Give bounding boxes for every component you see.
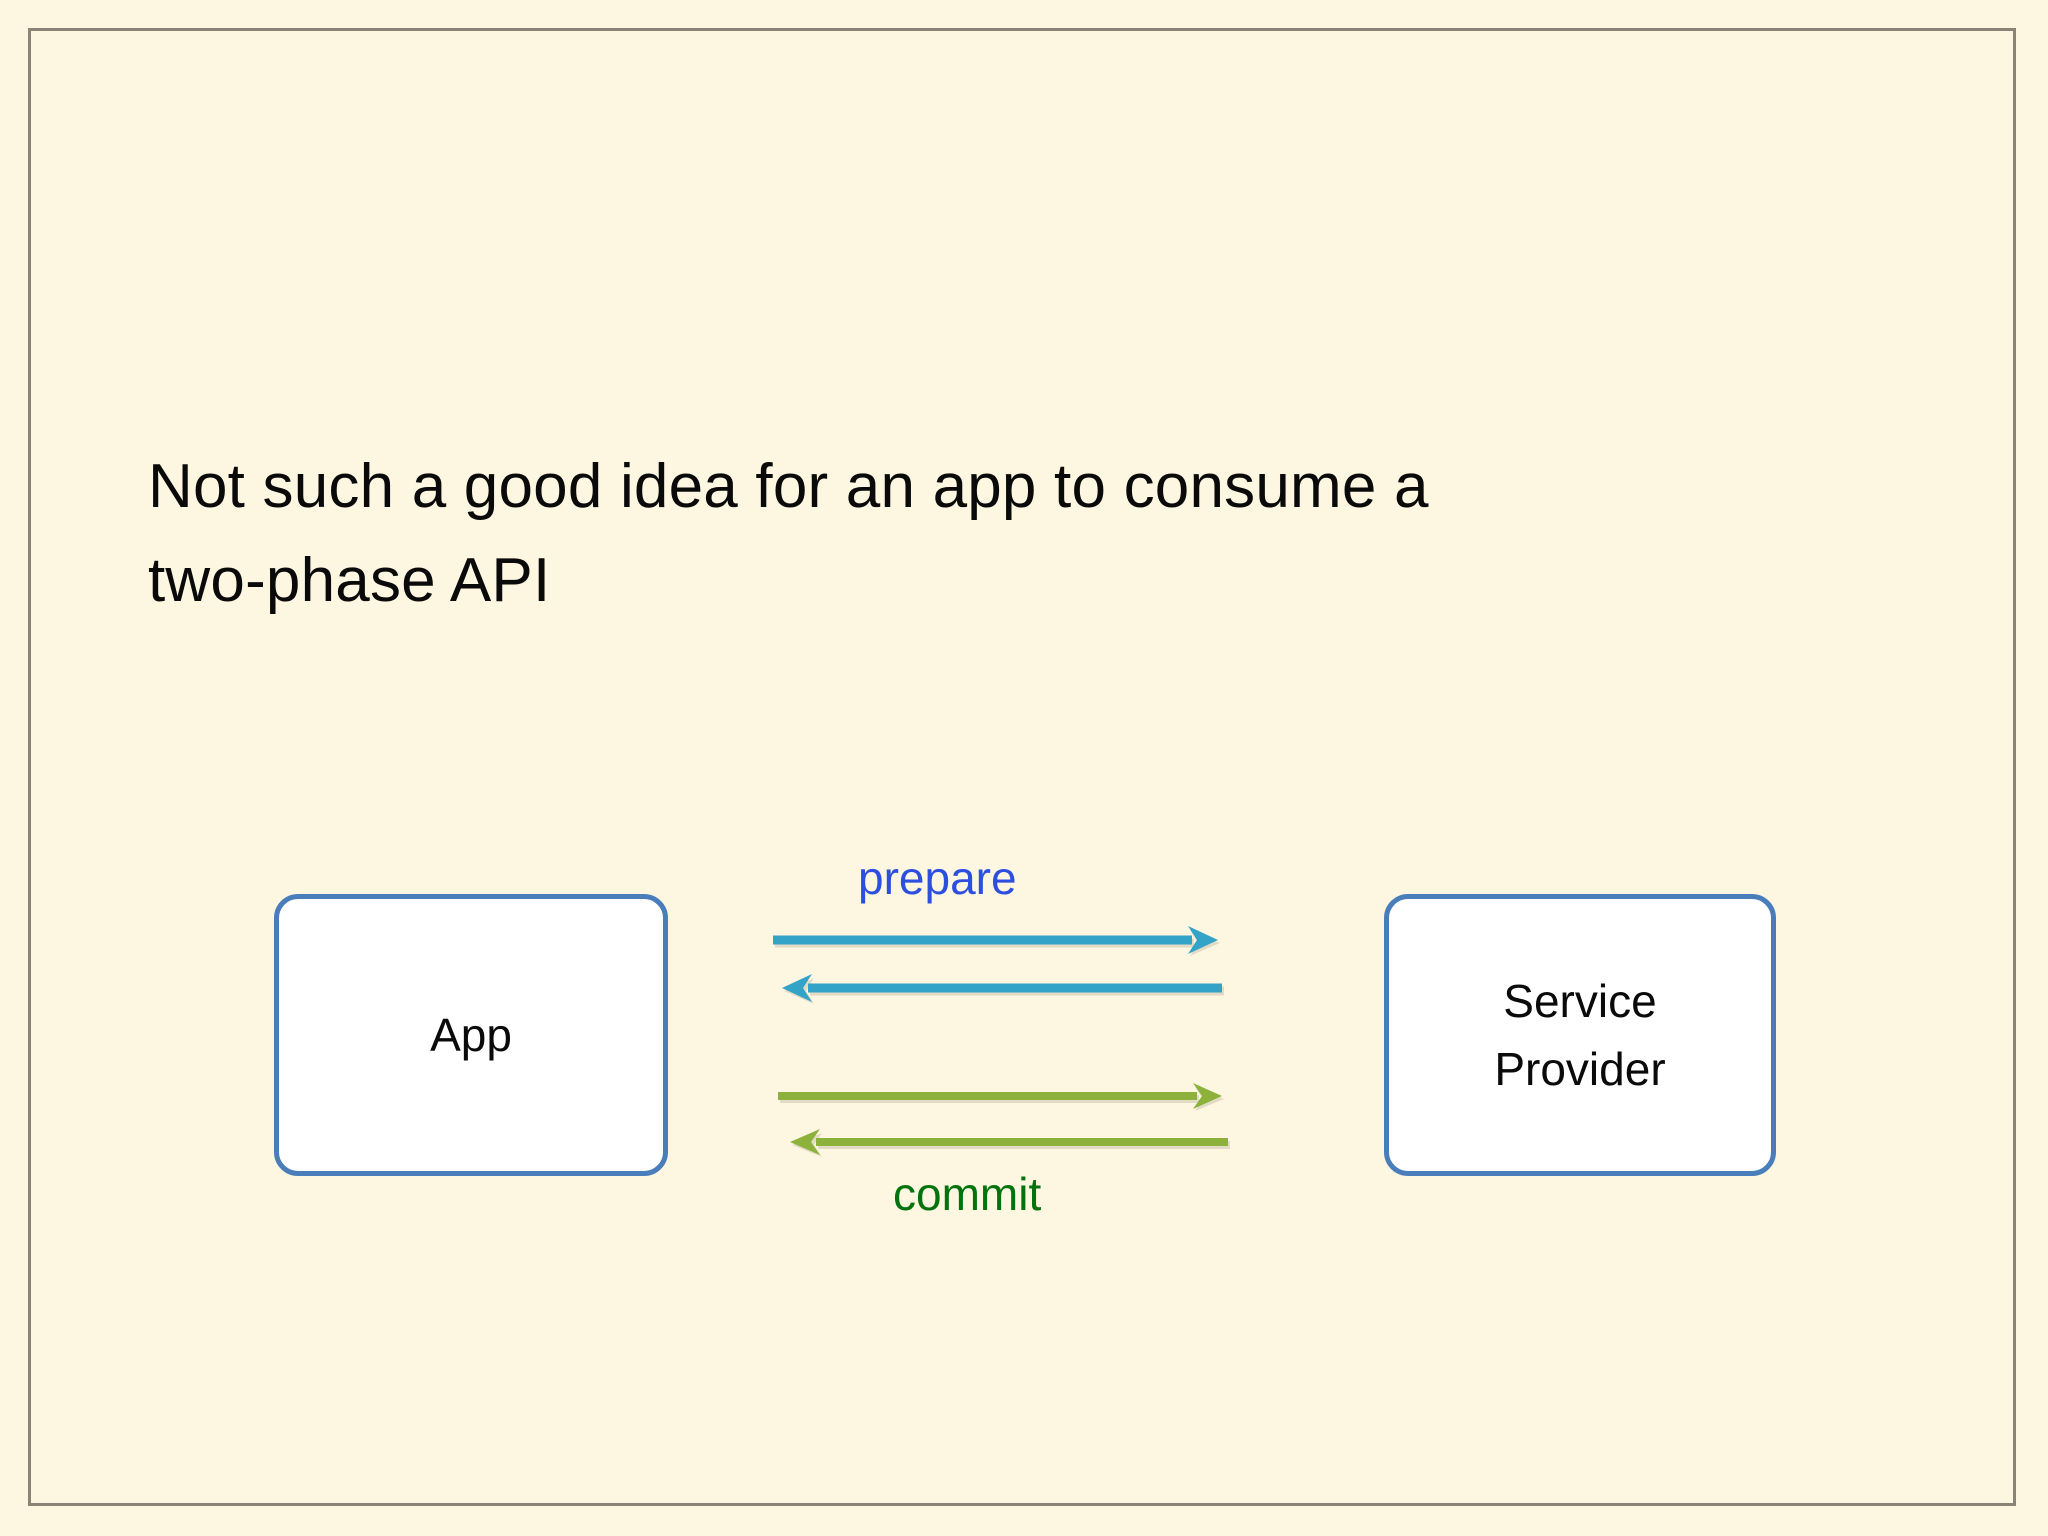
- phase-label-commit: commit: [893, 1168, 1042, 1220]
- arrow-head-left: [790, 1129, 820, 1155]
- node-box-service-provider[interactable]: Service Provider: [1384, 894, 1776, 1176]
- arrow-commit-response: [760, 1122, 1240, 1162]
- node-label-app: App: [430, 1009, 512, 1061]
- page-title: Not such a good idea for an app to consu…: [148, 452, 1429, 615]
- arrow-prepare-response: [760, 968, 1240, 1008]
- slide-border-frame: [28, 28, 2016, 1506]
- node-box-app[interactable]: App: [274, 894, 668, 1176]
- node-label-service-provider: Service Provider: [1494, 975, 1666, 1095]
- phase-label-prepare: prepare: [858, 852, 1017, 904]
- arrow-prepare-request: [760, 920, 1240, 960]
- arrow-head-left: [782, 974, 812, 1002]
- arrow-head-right: [1193, 1083, 1222, 1109]
- arrow-commit-request: [760, 1076, 1240, 1116]
- arrow-head-right: [1188, 926, 1218, 954]
